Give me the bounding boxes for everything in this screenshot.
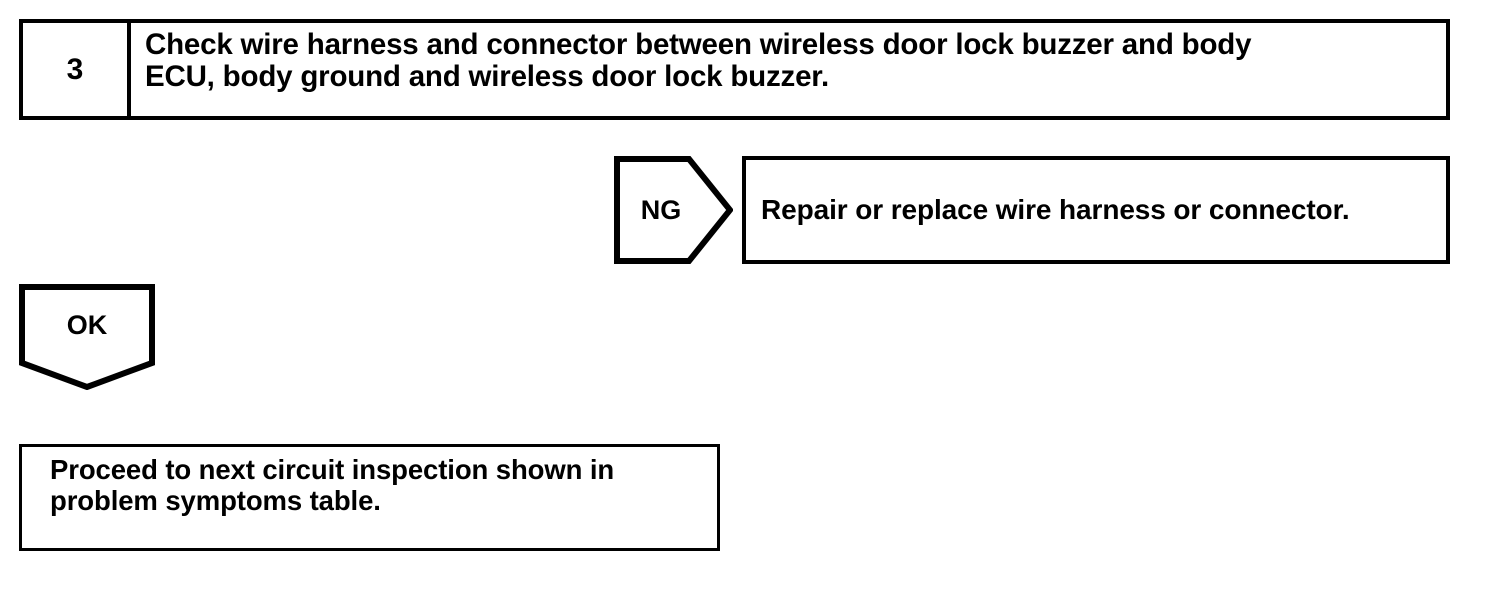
- ng-outcome-box: Repair or replace wire harness or connec…: [742, 156, 1450, 264]
- step-number: 3: [66, 52, 84, 86]
- step-instruction-cell: Check wire harness and connector between…: [131, 23, 1446, 116]
- ng-outcome-text: Repair or replace wire harness or connec…: [761, 193, 1350, 225]
- ok-outcome-text: Proceed to next circuit inspection shown…: [50, 454, 615, 516]
- ok-pentagon-shape: [19, 284, 155, 390]
- ok-branch-label: OK: [66, 309, 108, 340]
- step-row: 3 Check wire harness and connector betwe…: [19, 19, 1450, 120]
- ok-outcome-box: Proceed to next circuit inspection shown…: [19, 444, 720, 551]
- ng-pentagon-shape: [614, 156, 733, 264]
- step-instruction-text: Check wire harness and connector between…: [145, 28, 1252, 93]
- ng-branch-label: NG: [640, 194, 682, 225]
- ng-branch-marker: NG: [614, 156, 733, 264]
- step-number-cell: 3: [23, 23, 131, 116]
- ok-branch-marker: OK: [19, 284, 155, 390]
